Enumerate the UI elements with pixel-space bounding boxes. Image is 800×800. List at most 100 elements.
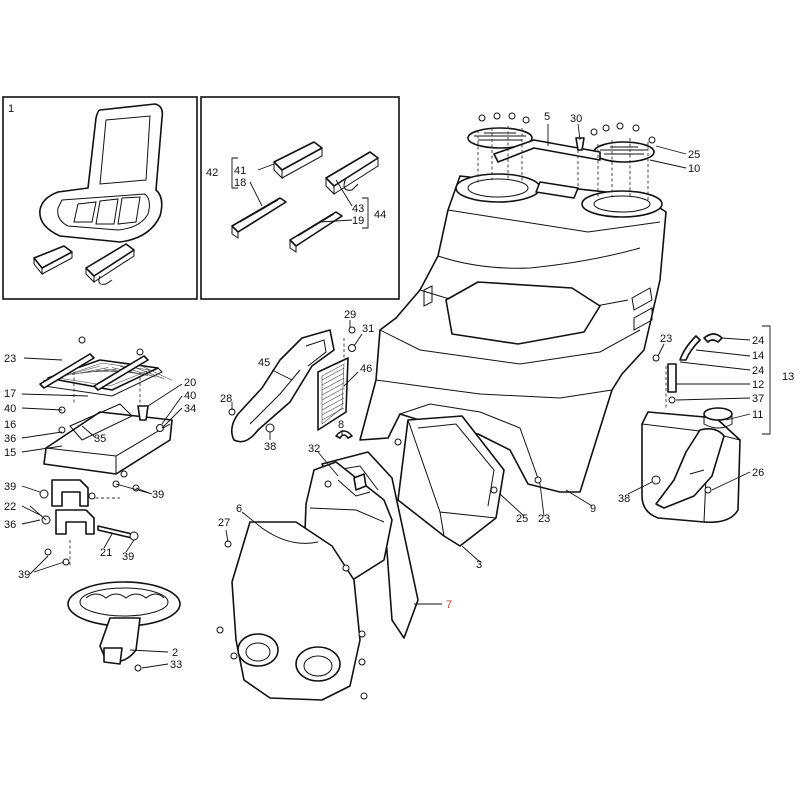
callout-42: 42: [206, 167, 218, 179]
rail-43: [325, 151, 379, 196]
callout-33: 33: [170, 659, 182, 671]
mesh-line: [321, 387, 345, 401]
callout-41: 41: [234, 165, 246, 177]
rail-18: [231, 197, 287, 239]
callout-36-b: 36: [4, 519, 16, 531]
callout-35: 35: [94, 433, 106, 445]
mesh-line: [63, 365, 101, 377]
callouts: 1 2 3 5 6 7 8 9 10 11 12 13 14 15 16 17 …: [4, 103, 794, 671]
callout-19: 19: [352, 215, 364, 227]
callout-46: 46: [360, 363, 372, 375]
mesh-line: [321, 407, 345, 421]
callout-39-d: 39: [18, 569, 30, 581]
callout-24-b: 24: [752, 365, 764, 377]
seat-runner-right: [85, 243, 135, 285]
rail-41: [273, 141, 323, 180]
callout-16: 16: [4, 419, 16, 431]
callout-32: 32: [308, 443, 320, 455]
mesh-line: [321, 382, 345, 396]
callout-28: 28: [220, 393, 232, 405]
hinge-pin: [97, 525, 139, 541]
hinge-bracket-upper: [51, 479, 89, 507]
mesh-line: [321, 397, 345, 411]
callout-31: 31: [362, 323, 374, 335]
mesh-line: [321, 372, 345, 386]
callout-15: 15: [4, 447, 16, 459]
footrest-panel: [43, 403, 173, 475]
callout-10: 10: [688, 163, 700, 175]
callout-23-b: 23: [538, 513, 550, 525]
mesh-line: [321, 402, 345, 416]
callout-39-a: 39: [4, 481, 16, 493]
callout-2: 2: [172, 647, 178, 659]
callout-39-b: 39: [152, 489, 164, 501]
callout-5: 5: [544, 111, 550, 123]
callout-11: 11: [752, 409, 763, 421]
leader-lines: [21, 123, 771, 669]
callout-37: 37: [752, 393, 764, 405]
callout-38-a: 38: [264, 441, 276, 453]
plate-strip-right: [93, 355, 149, 391]
funnel-26: [655, 428, 725, 509]
seat-inset-frame: [2, 96, 198, 300]
hose-24: [667, 333, 723, 393]
callout-6: 6: [236, 503, 242, 515]
mesh-line: [321, 392, 345, 406]
hinge-bracket-lower: [55, 509, 95, 535]
seat-rails-inset-frame: [200, 96, 400, 300]
front-hood-6: [231, 521, 361, 701]
callout-3: 3: [476, 559, 482, 571]
callout-1: 1: [8, 103, 14, 115]
mesh-panel-46-lines: [321, 367, 345, 421]
callout-9: 9: [590, 503, 596, 515]
callout-27: 27: [218, 517, 230, 529]
callout-45: 45: [258, 357, 270, 369]
mesh-line: [71, 367, 109, 375]
callout-7: 7: [446, 599, 452, 611]
callout-34: 34: [184, 403, 196, 415]
callout-20: 20: [184, 377, 196, 389]
callout-43: 43: [352, 203, 364, 215]
seat: [39, 103, 164, 243]
callout-44: 44: [374, 209, 386, 221]
callout-29: 29: [344, 309, 356, 321]
callout-25-b: 25: [516, 513, 528, 525]
callout-17: 17: [4, 388, 16, 400]
callout-25-a: 25: [688, 149, 700, 161]
rail-19: [289, 211, 343, 253]
callout-8: 8: [338, 419, 344, 431]
callout-38-b: 38: [618, 493, 630, 505]
center-strip-5: [493, 139, 601, 163]
callout-23-a: 23: [4, 353, 16, 365]
callout-21: 21: [100, 547, 112, 559]
dash-tray-3: [397, 415, 505, 547]
callout-36-a: 36: [4, 433, 16, 445]
callout-14: 14: [752, 350, 764, 362]
mesh-line: [321, 367, 345, 381]
callout-40-b: 40: [184, 390, 196, 402]
callout-24-a: 24: [752, 335, 764, 347]
plate-strip-left: [39, 353, 95, 389]
assembly-lines: [69, 126, 667, 566]
callout-23-c: 23: [660, 333, 672, 345]
callout-18: 18: [234, 177, 246, 189]
side-panel-45: [230, 329, 335, 443]
seat-runner-left: [33, 245, 73, 276]
callout-39-c: 39: [122, 551, 134, 563]
hardware: [39, 112, 712, 700]
callout-30: 30: [570, 113, 582, 125]
bracket-42: [231, 157, 238, 189]
cover-right-grille: [593, 141, 655, 163]
callout-22: 22: [4, 501, 16, 513]
cover-left-grille: [467, 127, 533, 149]
bracket-44: [362, 197, 369, 229]
callout-40-a: 40: [4, 403, 16, 415]
main-body: [359, 173, 667, 493]
mesh-line: [321, 377, 345, 391]
callout-12: 12: [752, 379, 764, 391]
callout-26: 26: [752, 467, 764, 479]
steering-wheel: [67, 581, 181, 665]
callout-13: 13: [782, 371, 794, 383]
mesh-line: [135, 363, 173, 381]
